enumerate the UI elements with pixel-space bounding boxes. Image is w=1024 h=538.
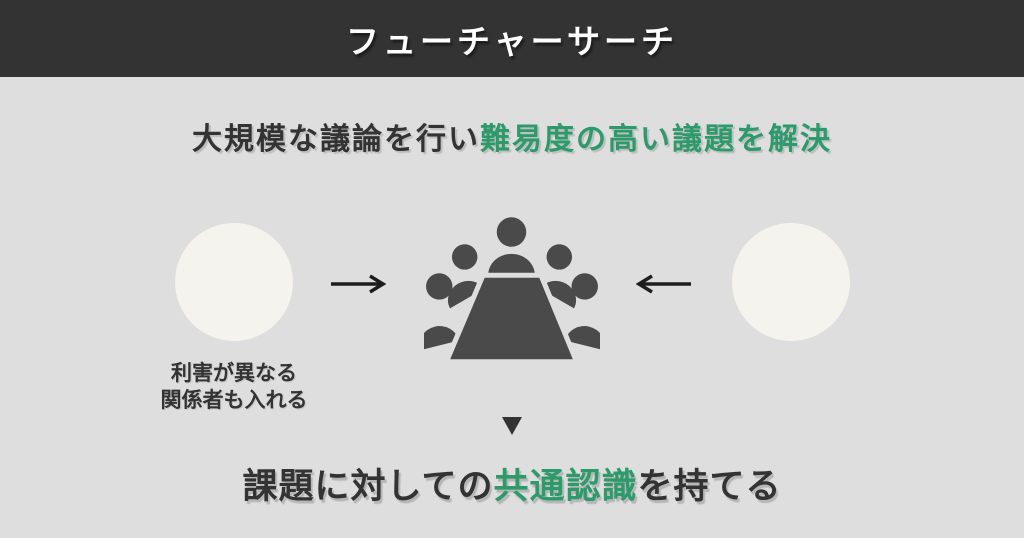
left-caption-line2: 関係者も入れる xyxy=(160,389,308,412)
conclusion-highlight: 共通認識 xyxy=(493,467,638,506)
conclusion-suffix: を持てる xyxy=(637,467,782,506)
conclusion-heading: 課題に対しての共通認識を持てる xyxy=(0,458,1024,509)
meeting-table-icon xyxy=(424,217,600,362)
conclusion-prefix: 課題に対しての xyxy=(242,467,494,506)
arrow-right-icon xyxy=(331,274,386,294)
subtitle: 大規模な議論を行い難易度の高い議題を解決 xyxy=(0,114,1024,158)
subtitle-highlight: 難易度の高い議題を解決 xyxy=(480,123,832,156)
left-circle-caption: 利害が異なる 関係者も入れる xyxy=(114,360,354,414)
subtitle-prefix: 大規模な議論を行い xyxy=(192,123,480,156)
page-title: フューチャーサーチ xyxy=(345,22,678,60)
left-caption-line1: 利害が異なる xyxy=(171,362,297,385)
stakeholder-circle-right xyxy=(732,223,850,341)
header-bar: フューチャーサーチ xyxy=(0,0,1024,77)
stakeholder-circle-left xyxy=(175,223,293,341)
arrow-left-icon xyxy=(636,274,691,294)
triangle-down-icon xyxy=(502,417,522,435)
